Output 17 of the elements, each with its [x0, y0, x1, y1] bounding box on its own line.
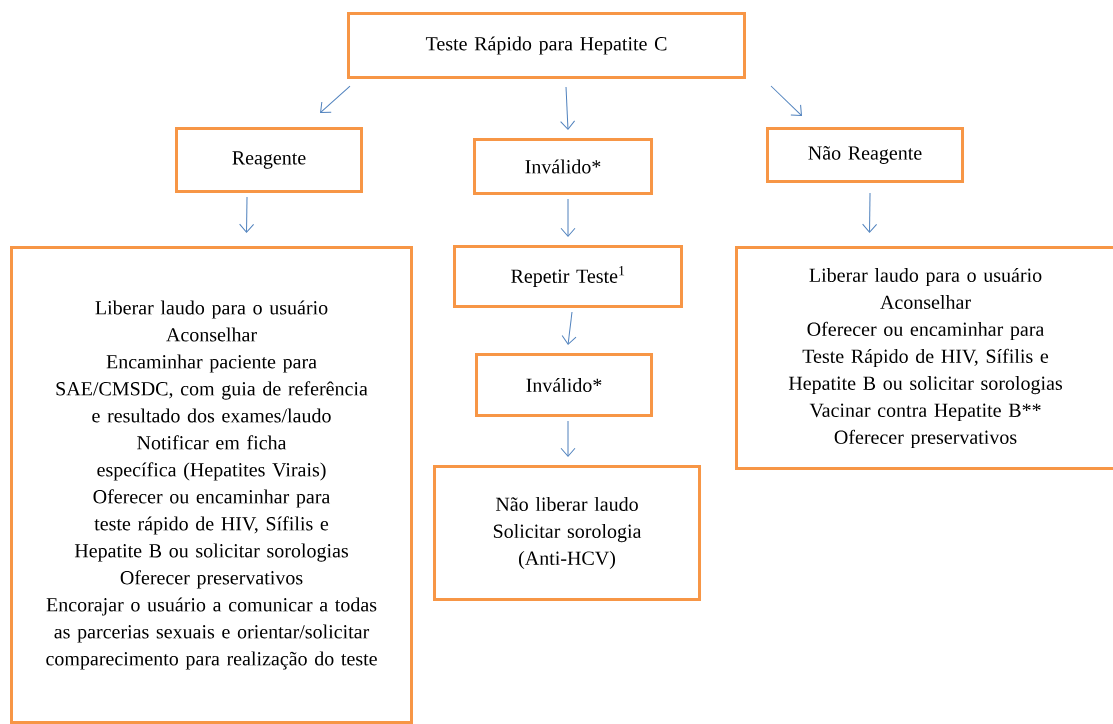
arrow	[560, 198, 576, 237]
arrow	[862, 192, 878, 233]
arrow	[560, 420, 576, 457]
arrow	[560, 86, 576, 130]
flow-box: Repetir Teste$^{1}$	[453, 245, 683, 308]
flow-box: Teste Rápido para Hepatite C	[347, 12, 746, 79]
flow-box: Inválido*	[475, 353, 653, 417]
flow-box: Não Reagente	[766, 127, 964, 183]
action-box: Não liberar laudo Solicitar sorologia (Anti-HCV)	[433, 465, 701, 601]
arrow	[239, 196, 255, 233]
arrow	[561, 311, 577, 345]
flow-box: Reagente	[175, 127, 363, 193]
action-box: Liberar laudo para o usuário Aconselhar Oferecer ou encaminhar para Teste Rápido de HIV, Sífilis e Hepatite B ou solicitar sorologias Vacinar contra Hepatite B** Oferecer preservativos	[735, 246, 1113, 470]
action-box: Liberar laudo para o usuário Aconselhar Encaminhar paciente para SAE/CMSDC, com guia de referência e resultado dos exames/laudo Notificar em ficha específica (Hepatites Virais) Oferecer ou encaminhar para teste rápido de HIV, Sífilis e Hepatite B ou solicitar sorologias Oferecer preservativos Encorajar o usuário a comunicar a todas as parcerias sexuais e orientar/solicitar comparecimento para realização do teste	[10, 246, 413, 724]
arrow	[320, 85, 351, 113]
flow-box: Inválido*	[473, 138, 653, 195]
arrow	[770, 85, 802, 116]
